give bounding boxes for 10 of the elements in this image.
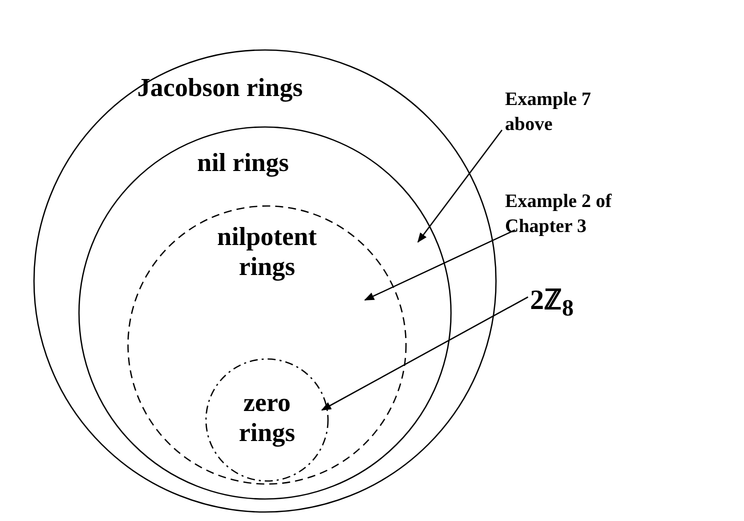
example-label: 2ℤ$_{8}$ <box>530 284 575 324</box>
set-label: Jacobson rings <box>136 73 304 103</box>
example-label: Example 7 above <box>505 88 592 137</box>
leader-arrow <box>321 296 528 411</box>
leader-arrow <box>417 130 503 243</box>
set-label: nil rings <box>196 148 290 178</box>
example-label: Example 2 of Chapter 3 <box>505 190 613 239</box>
set-label: nilpotent rings <box>216 222 318 282</box>
leader-arrow <box>364 229 516 301</box>
set-label: zero rings <box>238 388 296 448</box>
